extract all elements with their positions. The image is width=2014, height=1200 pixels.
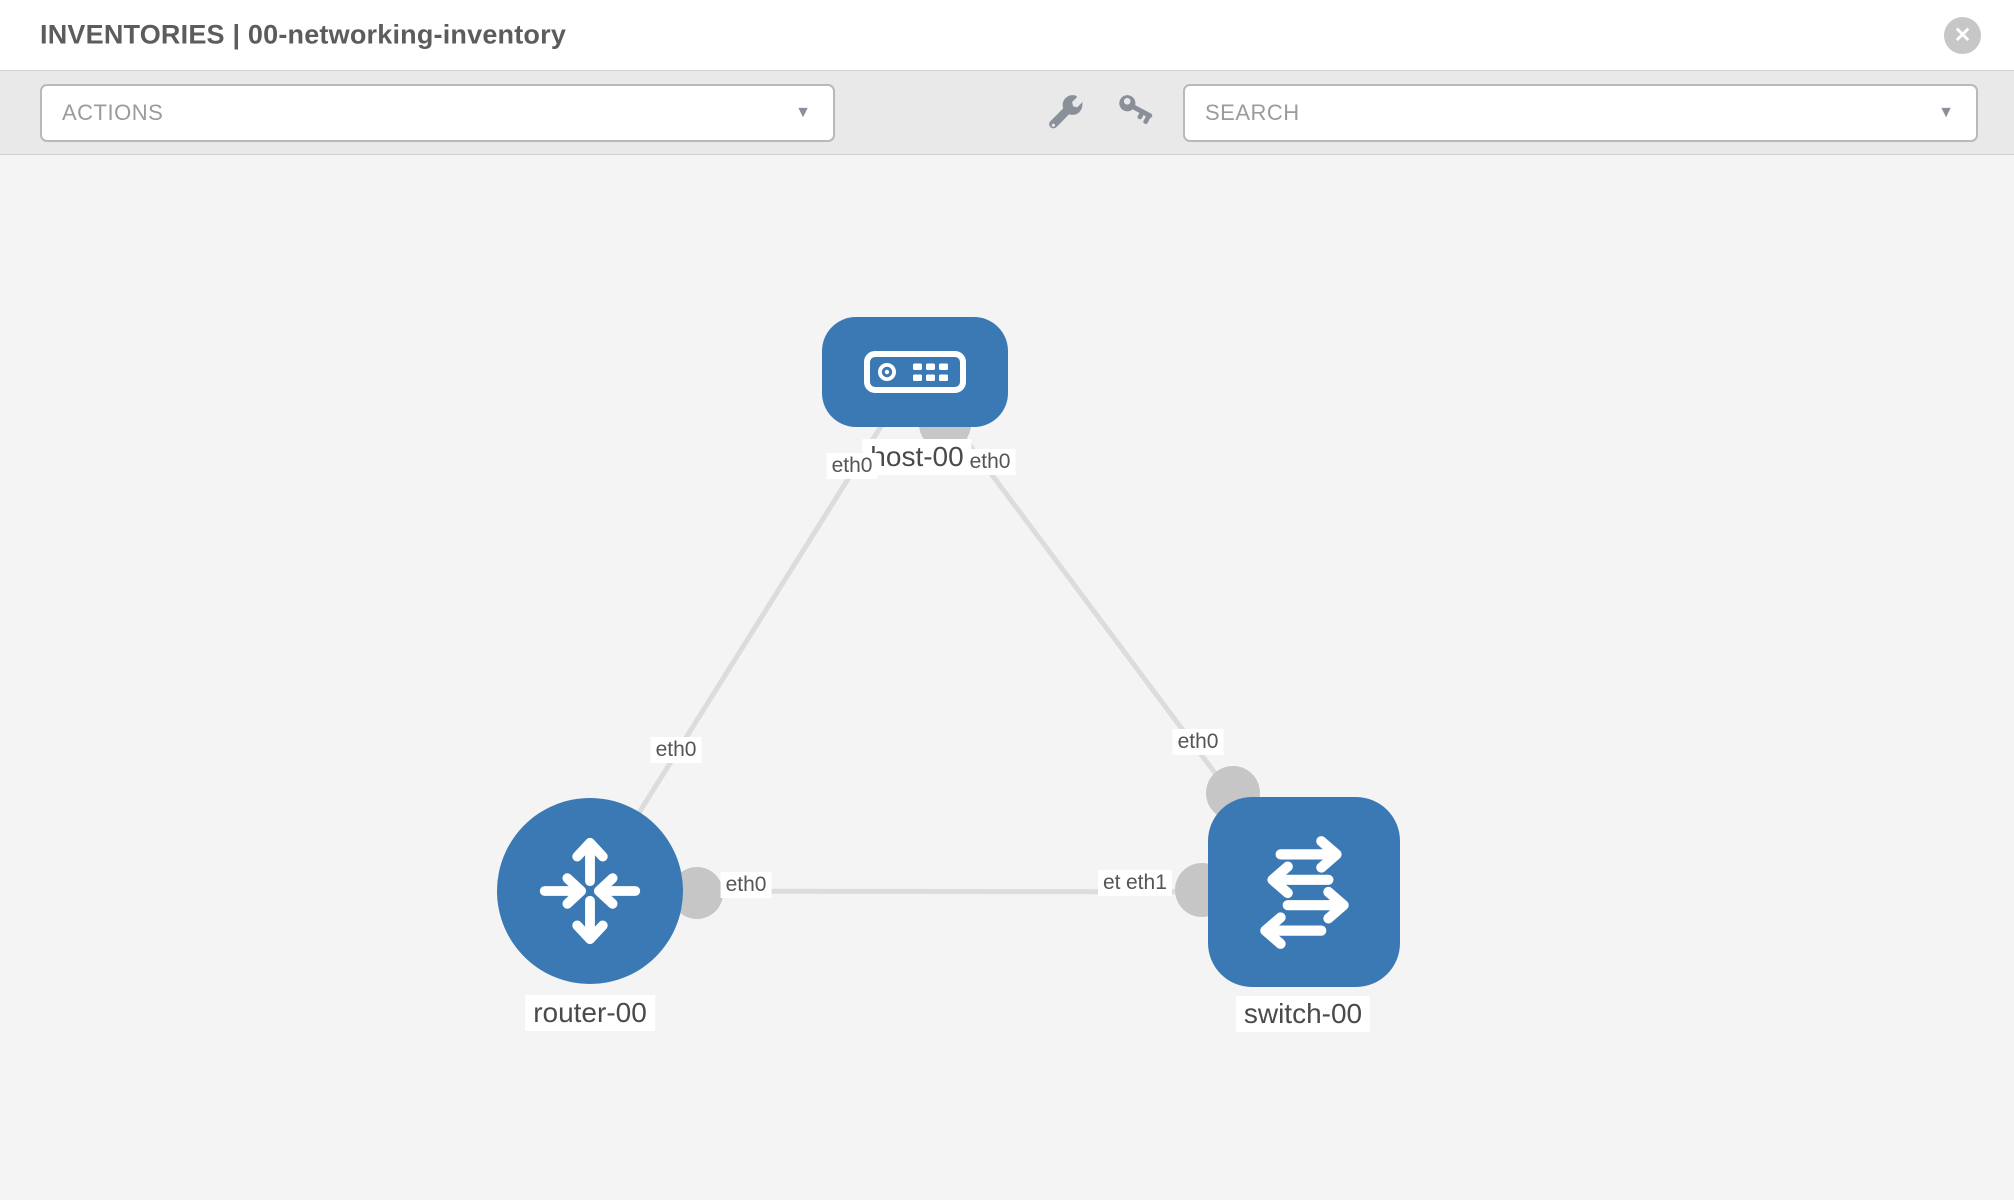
search-dropdown-label: SEARCH	[1205, 100, 1300, 125]
chevron-down-icon: ▼	[795, 104, 811, 121]
switch-arrows-icon	[1260, 836, 1349, 949]
search-dropdown[interactable]: SEARCH ▼	[1183, 84, 1978, 142]
interface-label-switch-link-eth0: eth0	[1172, 729, 1224, 755]
node-host-00[interactable]	[822, 317, 1008, 427]
wrench-icon[interactable]	[1044, 91, 1088, 135]
interface-label-host-eth0-right: eth0	[964, 449, 1016, 475]
close-icon: ✕	[1953, 24, 1972, 47]
port-dot-router-right	[671, 867, 723, 919]
actions-dropdown[interactable]: ACTIONS ▼	[40, 84, 835, 142]
actions-dropdown-label: ACTIONS	[62, 100, 164, 125]
node-label-host-00: host-00	[862, 439, 972, 475]
node-router-00[interactable]	[497, 798, 683, 984]
close-button[interactable]: ✕	[1944, 17, 1981, 54]
node-label-switch-00: switch-00	[1235, 996, 1371, 1032]
page-header: INVENTORIES | 00-networking-inventory ✕	[0, 0, 2014, 71]
interface-label-switch-eth1: eth1	[1121, 870, 1172, 896]
host-device-icon	[864, 351, 966, 393]
router-arrows-icon	[539, 837, 641, 945]
chevron-down-icon: ▼	[1938, 104, 1954, 121]
toolbar: ACTIONS ▼ SEARCH ▼	[0, 71, 2014, 155]
interface-label-router-link-eth0: eth0	[650, 737, 702, 763]
node-switch-00[interactable]	[1208, 797, 1400, 987]
interface-label-host-eth0-left: eth0	[826, 453, 878, 479]
page-title: INVENTORIES | 00-networking-inventory	[40, 19, 567, 50]
node-label-router-00: router-00	[525, 995, 655, 1031]
topology-links	[587, 370, 1307, 919]
interface-label-router-eth0: eth0	[720, 872, 772, 898]
topology-canvas[interactable]: host-00 router-00 switch-00 eth0 eth0 et…	[0, 155, 2014, 1200]
key-icon[interactable]	[1112, 91, 1156, 135]
